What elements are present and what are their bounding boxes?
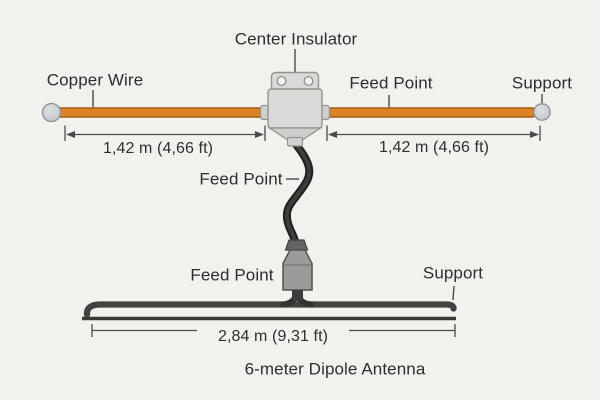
arrow-right-out bbox=[530, 131, 539, 138]
center-insulator-label: Center Insulator bbox=[234, 29, 358, 49]
mount-hole-left bbox=[276, 76, 287, 86]
diagram-title: 6-meter Dipole Antenna bbox=[244, 359, 426, 379]
support-bottom-leader bbox=[452, 285, 455, 301]
dimension-right-leg bbox=[326, 125, 541, 141]
feed-point-top-label: Feed Point bbox=[349, 73, 433, 93]
copper-wire-left bbox=[55, 107, 265, 118]
connector-strain-relief bbox=[284, 239, 309, 251]
center-insulator bbox=[259, 71, 331, 147]
support-top-label: Support bbox=[511, 73, 573, 93]
feed-cable-fill bbox=[284, 141, 312, 243]
feed-point-bottom-label: Feed Point bbox=[190, 265, 274, 285]
coax-connector bbox=[282, 239, 313, 301]
antenna-wire-run bbox=[83, 301, 457, 318]
dimension-left-leg bbox=[64, 125, 266, 141]
support-insulator-right bbox=[533, 103, 551, 121]
support-bottom-label: Support bbox=[422, 263, 484, 283]
mount-hole-right bbox=[303, 76, 314, 86]
left-leg-dimension-label: 1,42 m (4,66 ft) bbox=[102, 140, 214, 157]
copper-wire-label: Copper Wire bbox=[46, 70, 144, 90]
leader-lines bbox=[92, 49, 543, 301]
insulator-cable-boot bbox=[286, 136, 304, 147]
connector-body bbox=[282, 249, 313, 291]
arrow-right-in bbox=[328, 131, 337, 138]
feed-point-mid-label: Feed Point bbox=[199, 169, 283, 189]
dimension-total bbox=[91, 324, 456, 337]
copper-wire-right bbox=[325, 107, 535, 118]
connector-tip bbox=[292, 290, 303, 301]
arrow-left-out bbox=[66, 131, 75, 138]
total-dimension-label: 2,84 m (9,31 ft) bbox=[217, 328, 329, 345]
support-insulator-left bbox=[41, 102, 62, 123]
right-leg-dimension-label: 1,42 m (4,66 ft) bbox=[378, 139, 490, 156]
insulator-body bbox=[267, 88, 323, 129]
arrow-left-in bbox=[255, 131, 264, 138]
